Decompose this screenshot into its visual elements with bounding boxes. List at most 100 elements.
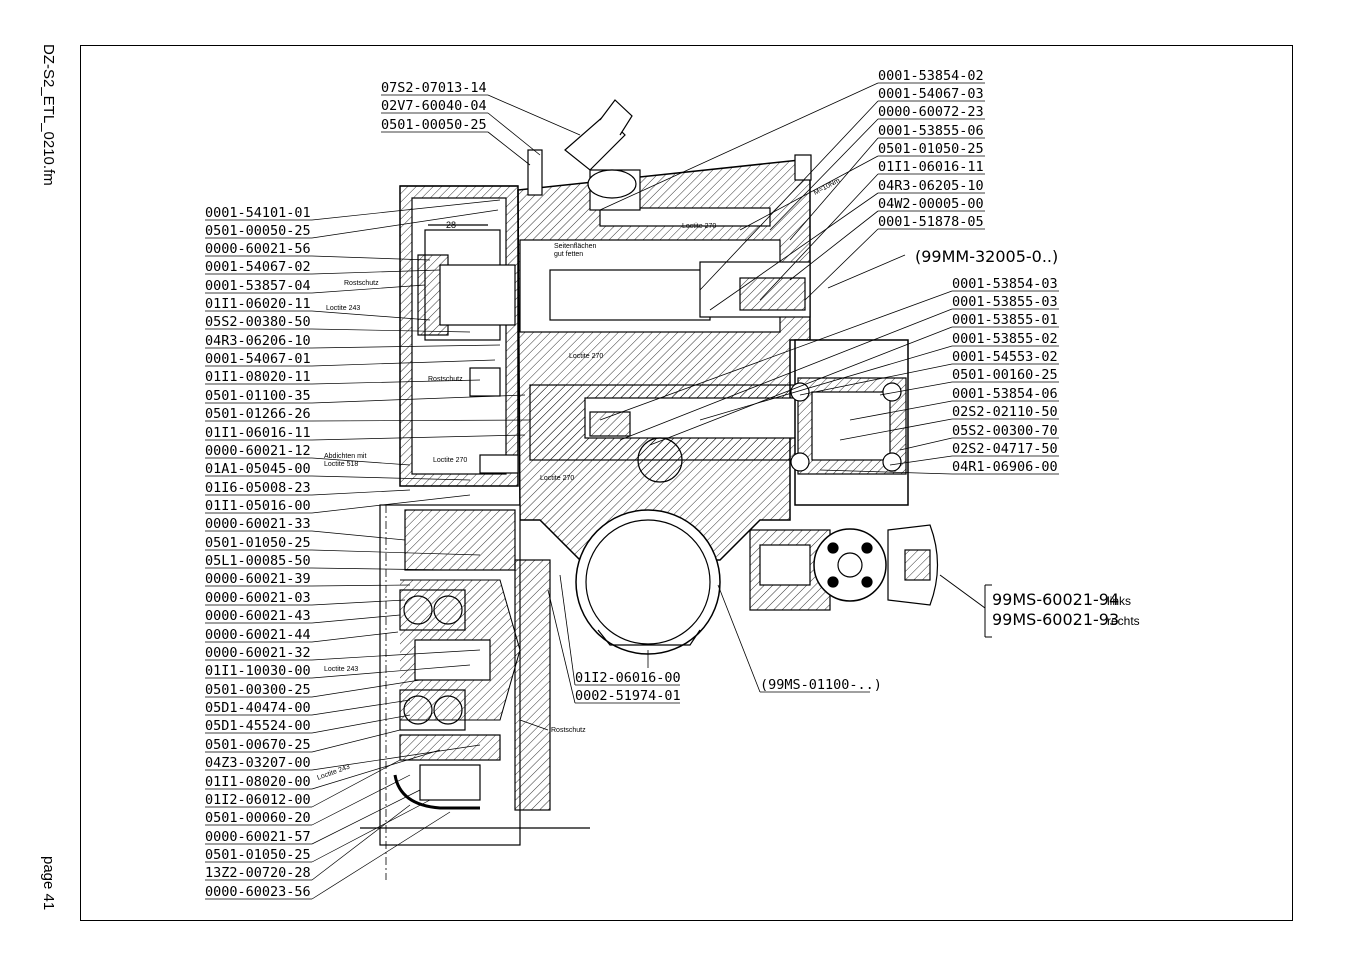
part-label: 0501-01100-35: [205, 388, 311, 404]
note-rostschutz: Rostschutz: [551, 727, 586, 734]
top-right-part-labels: 0001-53854-02 0001-54067-03 0000-60072-2…: [878, 68, 984, 230]
part-label: 0002-51974-01: [575, 688, 681, 704]
part-label: 04R3-06205-10: [878, 178, 984, 194]
dimension-28: 28: [446, 220, 456, 230]
part-label: 0501-00050-25: [381, 117, 487, 133]
part-label: 02S2-04717-50: [952, 441, 1058, 457]
note-torque: M=10Nm: [813, 177, 842, 197]
part-label: 05S2-00300-70: [952, 423, 1058, 439]
part-label: 0001-53854-02: [878, 68, 984, 84]
part-label: 05D1-40474-00: [205, 700, 311, 716]
note-abdichten: Abdichten mit: [324, 453, 366, 460]
part-label: 0001-54101-01: [205, 205, 311, 221]
note-loctite-270: Loctite 270: [682, 223, 716, 230]
part-label: 0501-01050-25: [878, 141, 984, 157]
part-label: 04R1-06906-00: [952, 459, 1058, 475]
part-label: 0000-60021-57: [205, 829, 311, 845]
part-label: 0501-00050-25: [205, 223, 311, 239]
note-gut-fetten: gut fetten: [554, 251, 583, 258]
part-label: 01I1-10030-00: [205, 663, 311, 679]
part-label: 05D1-45524-00: [205, 718, 311, 734]
assembly-leader-top: [827, 254, 906, 289]
part-label: 0001-53855-01: [952, 312, 1058, 328]
note-loctite-270: Loctite 270: [540, 475, 574, 482]
variant-part-right: 99MS-60021-93: [992, 610, 1119, 629]
assembly-label-top: (99MM-32005-0..): [915, 247, 1058, 266]
part-label: 0001-54067-01: [205, 351, 311, 367]
part-label: 0001-51878-05: [878, 214, 984, 230]
variant-part-left: 99MS-60021-94: [992, 590, 1119, 609]
part-label: 0501-00670-25: [205, 737, 311, 753]
part-label: 0001-53857-04: [205, 278, 311, 294]
drawing-frame: [80, 45, 1293, 921]
part-label: 01I1-08020-11: [205, 369, 311, 385]
part-label: 0501-01266-26: [205, 406, 311, 422]
note-loctite-243: Loctite 243: [326, 305, 360, 312]
part-label: 0001-54553-02: [952, 349, 1058, 365]
part-label: 01I2-06012-00: [205, 792, 311, 808]
part-label: 0501-00060-20: [205, 810, 311, 826]
part-label: 0501-01050-25: [205, 535, 311, 551]
note-rostschutz: Rostschutz: [344, 280, 379, 287]
part-label: 01A1-05045-00: [205, 461, 311, 477]
part-label: 01I6-05008-23: [205, 480, 311, 496]
part-label: 13Z2-00720-28: [205, 865, 311, 881]
part-label: 01I1-08020-00: [205, 774, 311, 790]
part-label: 0000-60021-03: [205, 590, 311, 606]
variant-list: 99MS-60021-94 links 99MS-60021-93 rechts: [992, 590, 1140, 629]
part-label: 0000-60021-12: [205, 443, 311, 459]
part-label: 0501-00160-25: [952, 367, 1058, 383]
part-label: 0000-60021-39: [205, 571, 311, 587]
part-label: 01I1-06020-11: [205, 296, 311, 312]
part-label: 02S2-02110-50: [952, 404, 1058, 420]
part-label: 01I1-06016-11: [878, 159, 984, 175]
part-label: 0000-60021-56: [205, 241, 311, 257]
assembly-label-bottom: (99MS-01100-..): [760, 677, 882, 693]
part-label: 0000-60072-23: [878, 104, 984, 120]
part-label: 0001-54067-03: [878, 86, 984, 102]
part-label: 0501-00300-25: [205, 682, 311, 698]
top-right-leaders: [599, 82, 985, 311]
variant-bracket: [939, 574, 992, 638]
part-label: 0000-60021-33: [205, 516, 311, 532]
part-label: 01I2-06016-00: [575, 670, 681, 686]
part-label: 0001-53854-06: [952, 386, 1058, 402]
part-label: 02V7-60040-04: [381, 98, 487, 114]
part-label: 04R3-06206-10: [205, 333, 311, 349]
variant-side-left: links: [1107, 594, 1131, 608]
part-label: 05S2-00380-50: [205, 314, 311, 330]
part-label: 0000-60021-32: [205, 645, 311, 661]
note-loctite-270: Loctite 270: [569, 353, 603, 360]
note-loctite-518: Loctite 518: [324, 461, 358, 468]
left-label-underlines: [205, 219, 312, 900]
note-loctite-270: Loctite 270: [433, 457, 467, 464]
part-label: 04W2-00005-00: [878, 196, 984, 212]
part-label: 0001-53855-02: [952, 331, 1058, 347]
part-label: 0501-01050-25: [205, 847, 311, 863]
part-label: 0000-60021-43: [205, 608, 311, 624]
left-part-labels: 0001-54101-01 0501-00050-25 0000-60021-5…: [205, 205, 311, 900]
part-label: 0000-60021-44: [205, 627, 311, 643]
part-label: 01I1-05016-00: [205, 498, 311, 514]
right-part-labels: 0001-53854-03 0001-53855-03 0001-53855-0…: [952, 276, 1058, 475]
part-label: 05L1-00085-50: [205, 553, 311, 569]
part-label: 01I1-06016-11: [205, 425, 311, 441]
top-left-part-labels: 07S2-07013-14 02V7-60040-04 0501-00050-2…: [381, 80, 487, 133]
part-label: 04Z3-03207-00: [205, 755, 311, 771]
bottom-center-part-labels: 01I2-06016-00 0002-51974-01 (99MS-01100-…: [575, 670, 882, 704]
gearbox-drawing: [360, 99, 939, 880]
part-label: 0001-53855-06: [878, 123, 984, 139]
note-loctite-243: Loctite 243: [316, 764, 351, 782]
part-label: 0001-53854-03: [952, 276, 1058, 292]
part-label: 0000-60023-56: [205, 884, 311, 900]
variant-side-right: rechts: [1107, 614, 1140, 628]
top-left-leaders: [381, 94, 581, 166]
right-leaders: [599, 290, 1059, 475]
bottom-center-leaders: [519, 574, 870, 731]
left-leader-lines: [311, 199, 531, 900]
note-seitenflaechen: Seitenflächen: [554, 243, 597, 250]
note-loctite-243: Loctite 243: [324, 666, 358, 673]
part-label: 0001-54067-02: [205, 259, 311, 275]
part-label: 0001-53855-03: [952, 294, 1058, 310]
